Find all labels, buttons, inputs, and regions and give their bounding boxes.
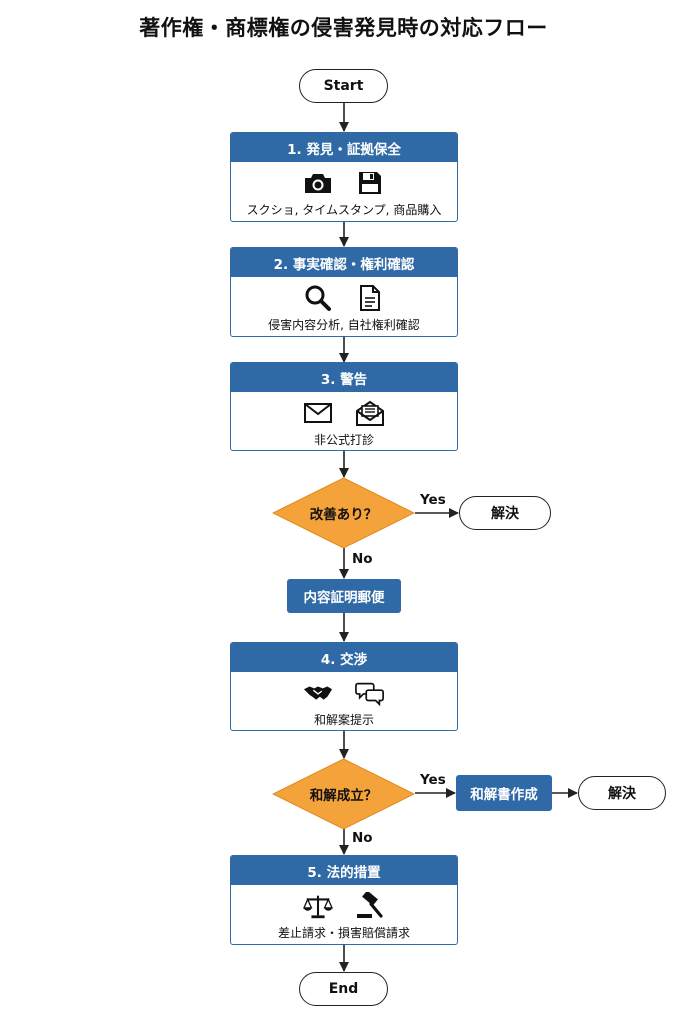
decision-2-yes-label: Yes xyxy=(420,772,446,788)
scales-icon xyxy=(303,892,333,920)
end-node: End xyxy=(299,972,388,1006)
step-1-description: スクショ, タイムスタンプ, 商品購入 xyxy=(246,203,442,217)
step-5-box: 5. 法的措置 差止請求・損害賠償請求 xyxy=(230,855,458,945)
envelope-icon xyxy=(303,399,333,427)
resolved-node-2: 解決 xyxy=(578,776,666,810)
decision-settlement-label: 和解成立？ xyxy=(309,788,378,804)
decision-settlement: 和解成立？ xyxy=(272,758,415,830)
decision-1-no-label: No xyxy=(352,551,373,567)
start-node: Start xyxy=(299,69,388,103)
step-1-title: 1. 発見・証拠保全 xyxy=(231,133,457,162)
handshake-icon xyxy=(303,679,333,707)
step-3-title: 3. 警告 xyxy=(231,363,457,392)
gavel-icon xyxy=(355,892,385,920)
decision-improvement: 改善あり？ xyxy=(272,477,415,549)
speech-bubbles-icon xyxy=(355,679,385,707)
step-2-title: 2. 事実確認・権利確認 xyxy=(231,248,457,277)
document-icon xyxy=(355,284,385,312)
step-3-description: 非公式打診 xyxy=(313,433,374,447)
floppy-disk-icon xyxy=(355,169,385,197)
open-envelope-icon xyxy=(355,399,385,427)
step-5-title: 5. 法的措置 xyxy=(231,856,457,885)
settlement-document-box: 和解書作成 xyxy=(456,775,552,811)
certified-mail-box: 内容証明郵便 xyxy=(287,579,401,613)
decision-improvement-label: 改善あり？ xyxy=(309,507,378,523)
step-4-box: 4. 交渉 和解案提示 xyxy=(230,642,458,731)
decision-2-no-label: No xyxy=(352,830,373,846)
step-1-box: 1. 発見・証拠保全 スクショ, タイムスタンプ, 商品購入 xyxy=(230,132,458,222)
step-4-title: 4. 交渉 xyxy=(231,643,457,672)
step-4-description: 和解案提示 xyxy=(313,713,374,727)
step-3-box: 3. 警告 非公式打診 xyxy=(230,362,458,451)
magnifier-icon xyxy=(303,284,333,312)
page-title: 著作権・商標権の侵害発見時の対応フロー xyxy=(139,16,548,40)
step-5-description: 差止請求・損害賠償請求 xyxy=(277,926,410,940)
step-2-box: 2. 事実確認・権利確認 侵害内容分析, 自社権利確認 xyxy=(230,247,458,337)
camera-icon xyxy=(303,169,333,197)
decision-1-yes-label: Yes xyxy=(420,492,446,508)
step-2-description: 侵害内容分析, 自社権利確認 xyxy=(268,318,420,332)
resolved-node-1: 解決 xyxy=(459,496,551,530)
